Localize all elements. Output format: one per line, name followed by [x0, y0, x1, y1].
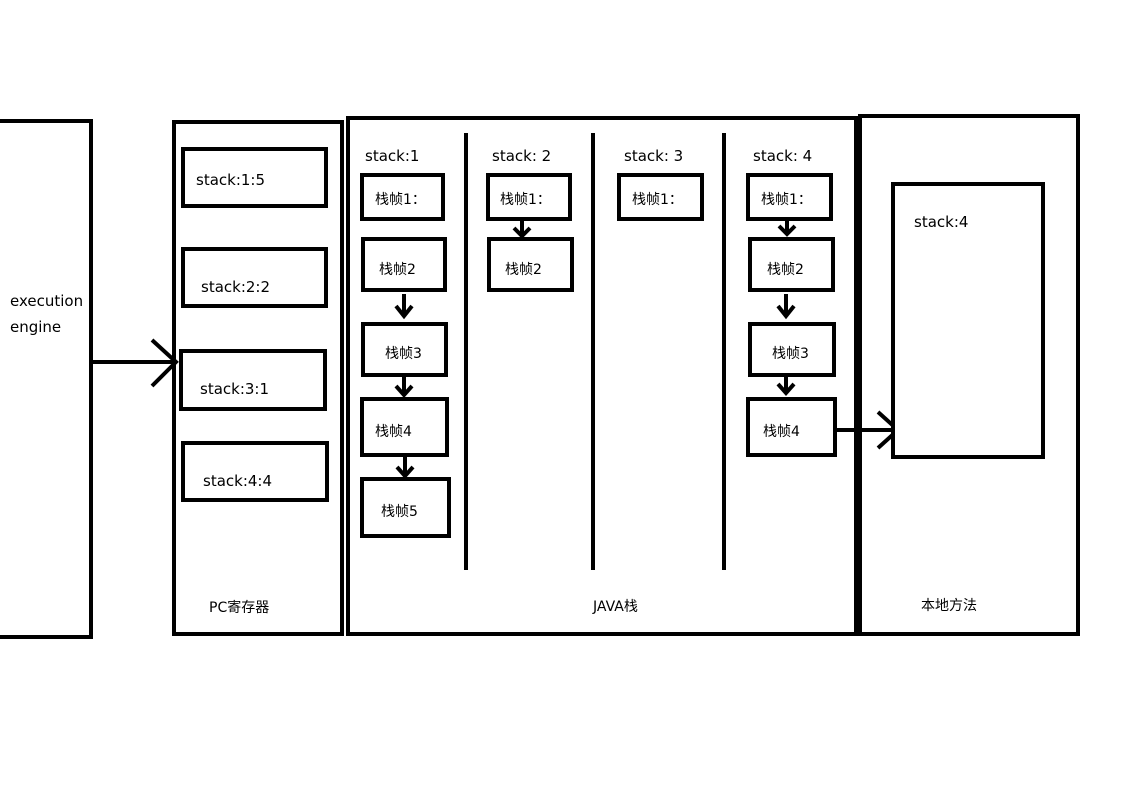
stack2-frame-1-label: 栈帧1： — [500, 192, 551, 208]
native-method-title: 本地方法 — [921, 598, 977, 614]
stack-name-1: stack:1 — [365, 147, 420, 165]
pc-entry-label-2: stack:2:2 — [201, 278, 271, 296]
stack4-frame-1-label: 栈帧1： — [761, 192, 812, 208]
execution-engine-label-line2: engine — [10, 318, 62, 336]
native-method-inner-label: stack:4 — [914, 213, 969, 231]
pc-entry-label-3: stack:3:1 — [200, 380, 270, 398]
stack-name-2: stack: 2 — [492, 147, 552, 165]
stack2-arrows — [512, 220, 532, 239]
execution-engine-label-line1: execution — [10, 292, 84, 310]
pc-entry-box-3: stack:3:1 — [179, 349, 327, 411]
stack4-frame-3: 栈帧3 — [748, 322, 836, 377]
stack1-frame-5-label: 栈帧5 — [381, 504, 418, 520]
stack4-frame-2-label: 栈帧2 — [767, 262, 804, 278]
stack1-frame-3: 栈帧3 — [361, 322, 448, 377]
java-stack-title: JAVA栈 — [593, 599, 638, 615]
stack4-arrows — [776, 220, 797, 397]
stack4-frame-3-label: 栈帧3 — [772, 346, 809, 362]
engine-to-pc-arrowhead — [150, 338, 179, 388]
pc-entry-box-2: stack:2:2 — [181, 247, 328, 308]
native-method-frame — [858, 114, 1080, 636]
stack1-frame-4-label: 栈帧4 — [375, 424, 412, 440]
pc-entry-label-4: stack:4:4 — [203, 472, 273, 490]
stack3-frame-1: 栈帧1： — [617, 173, 704, 221]
stack4-frame-1: 栈帧1： — [746, 173, 833, 221]
stack4-frame-4-label: 栈帧4 — [763, 424, 800, 440]
pc-register-title: PC寄存器 — [209, 600, 270, 616]
stack3-frame-1-label: 栈帧1： — [632, 192, 683, 208]
stack1-frame-3-label: 栈帧3 — [385, 346, 422, 362]
java-stack-frame — [346, 116, 858, 636]
stack1-frame-2-label: 栈帧2 — [379, 262, 416, 278]
stack2-frame-2-label: 栈帧2 — [505, 262, 542, 278]
stack2-frame-1: 栈帧1： — [486, 173, 572, 221]
execution-engine-frame — [0, 119, 93, 639]
stack1-frame-1-label: 栈帧1： — [375, 192, 426, 208]
stack1-arrows — [394, 294, 415, 480]
stack2-frame-2: 栈帧2 — [487, 237, 574, 292]
pc-entry-box-1: stack:1:5 — [181, 147, 328, 208]
stack4-frame-2: 栈帧2 — [748, 237, 835, 292]
stack-name-4: stack: 4 — [753, 147, 813, 165]
stack1-frame-1: 栈帧1： — [360, 173, 445, 221]
pc-entry-box-4: stack:4:4 — [181, 441, 329, 502]
stack1-frame-4: 栈帧4 — [360, 397, 449, 457]
stack1-frame-2: 栈帧2 — [361, 237, 447, 292]
stack4-frame-4: 栈帧4 — [746, 397, 837, 457]
pc-register-frame — [172, 120, 344, 636]
stack-name-3: stack: 3 — [624, 147, 684, 165]
stack1-frame-5: 栈帧5 — [360, 477, 451, 538]
pc-entry-label-1: stack:1:5 — [196, 171, 266, 189]
native-method-inner-box: stack:4 — [891, 182, 1045, 459]
